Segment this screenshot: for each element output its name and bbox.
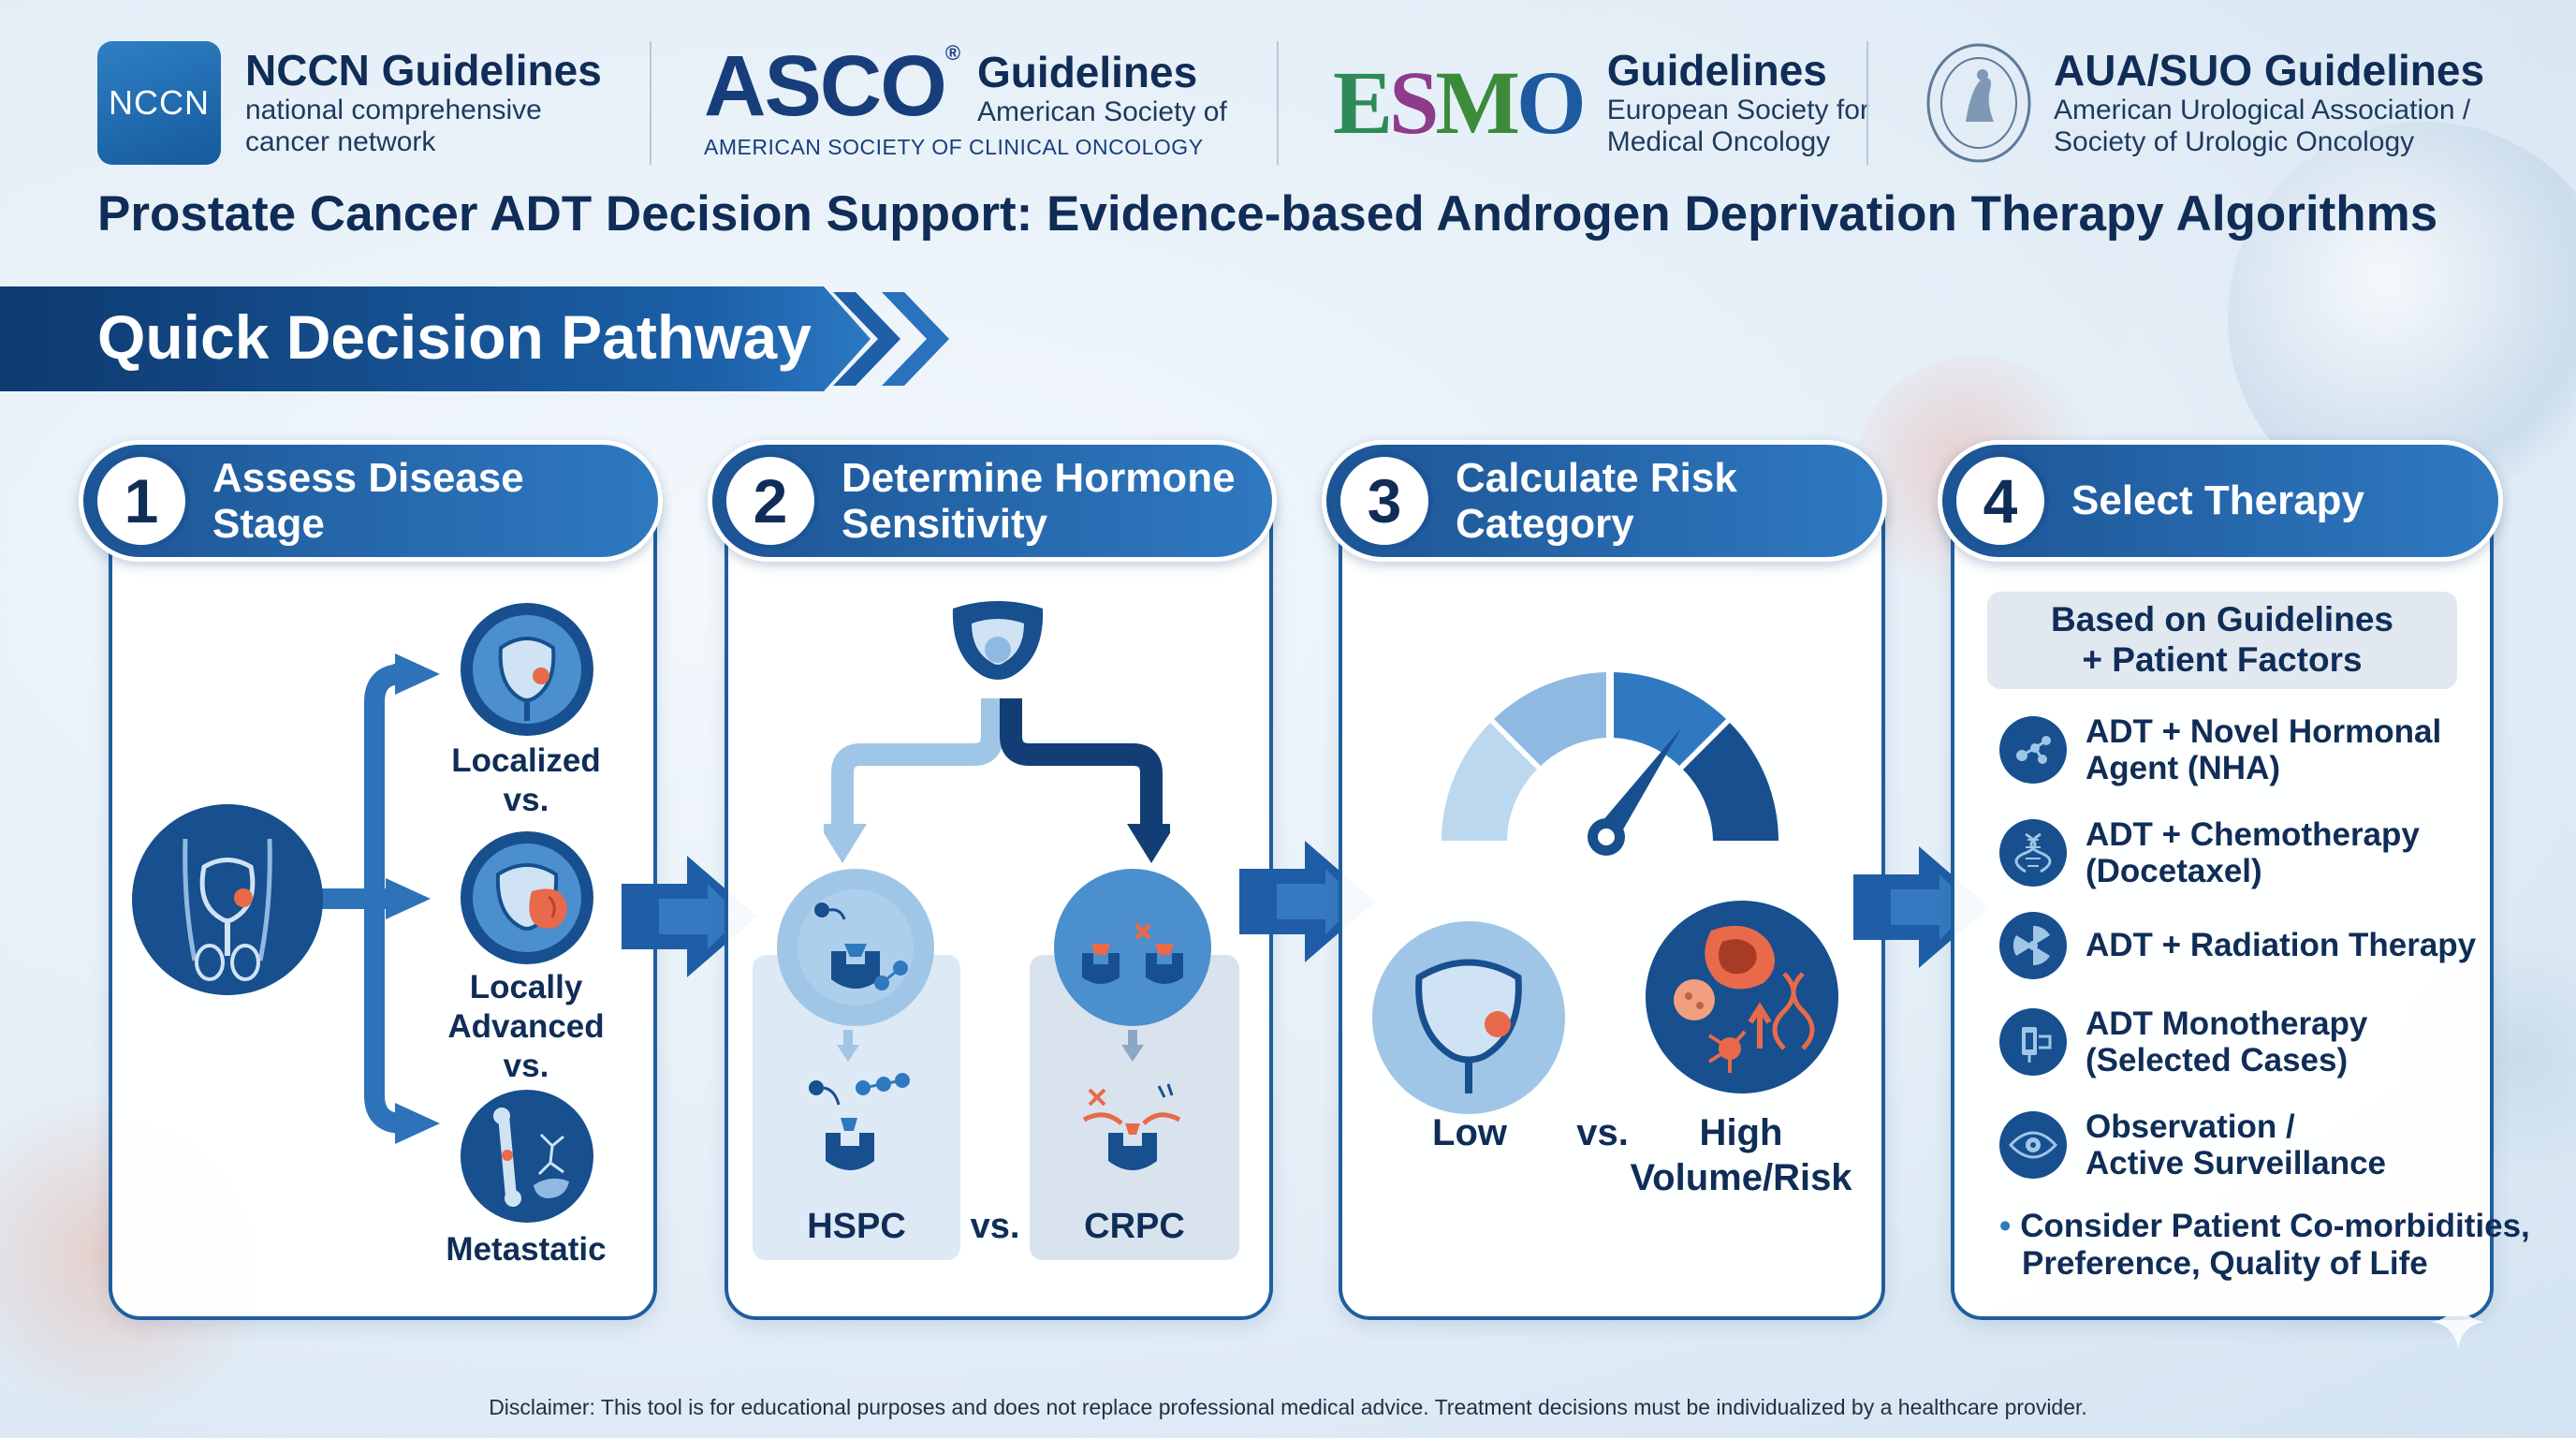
esmo-subtitle-line: European Society for [1606,94,1869,125]
esmo-letter: M [1435,52,1520,153]
eye-icon [1999,1111,2067,1180]
male-anatomy-icon [132,804,323,995]
asco-subtitle-line: American Society of [977,95,1227,127]
step-4-number: 4 [1952,452,2049,550]
risk-vs-label: vs. [1576,1112,1629,1153]
esmo-letter: E [1333,52,1393,153]
therapy-option: ADT + Radiation Therapy [1999,912,2476,979]
sparkle-icon [2432,1296,2484,1348]
aua-title: AUA/SUO Guidelines [2054,46,2485,95]
asco-wordmark: ASCO® [704,38,960,134]
esmo-logo: ESMO Guidelines European Society for Med… [1333,37,1869,169]
step-connector-arrow [622,856,757,977]
syringe-icon [1999,1008,2067,1077]
aua-logo: AUA/SUO Guidelines American Urological A… [1925,37,2484,169]
hspc-binding-icon [809,1030,910,1170]
disclaimer-text: Disclaimer: This tool is for educational… [489,1395,2087,1419]
asco-tagline: AMERICAN SOCIETY OF CLINICAL ONCOLOGY [704,135,1204,159]
prostate-icon [952,601,1044,680]
esmo-wordmark: ESMO [1333,58,1587,148]
nccn-subtitle-line: national comprehensive [245,94,542,125]
hormone-split-arrows [824,698,1170,863]
hormone-vs-label: vs. [970,1207,1020,1246]
step-3-number: 3 [1336,452,1433,550]
header-divider [1866,41,1868,165]
low-risk-prostate-icon [1372,921,1565,1114]
locally-advanced-prostate-icon [461,831,593,964]
step-1-title: Assess Disease Stage [212,454,524,547]
step-2-number: 2 [722,452,819,550]
stage-branch-arrows [243,653,440,1144]
aua-subtitle-line: American Urological Association / [2054,94,2471,125]
step-4-title: Select Therapy [2071,477,2365,524]
metastatic-label: Metastatic [446,1231,607,1268]
nccn-logo: NCCN NCCN Guidelines national comprehens… [97,37,602,169]
hspc-receptor-icon [777,869,934,1026]
asco-logo: ASCO® Guidelines American Society of AME… [704,43,1227,174]
quick-pathway-banner [0,286,871,391]
step-3-panel [1339,487,1885,1320]
low-risk-label: Low [1432,1112,1507,1153]
bullet-dot: • [1999,1208,2012,1244]
therapy-option: ADT + Chemotherapy(Docetaxel) [1999,816,2420,889]
step-1-number: 1 [93,452,190,550]
therapy-option: Observation /Active Surveillance [1999,1108,2386,1181]
esmo-title: Guidelines [1606,46,1827,95]
banner-chevrons-icon [833,292,949,386]
molecule-icon [1999,716,2067,785]
nccn-badge: NCCN [97,41,221,165]
esmo-letter: O [1516,52,1587,153]
risk-gauge-icon [1442,672,1778,856]
recommendation-box: Based on Guidelines+ Patient Factors [1987,592,2457,689]
high-risk-tumor-icon [1646,901,1838,1093]
therapy-option: ADT Monotherapy(Selected Cases) [1999,1005,2367,1078]
nccn-subtitle-line: cancer network [245,126,436,158]
metastatic-bone-icon [461,1090,593,1223]
radiation-icon [1999,912,2067,979]
esmo-letter: S [1389,52,1439,153]
header-divider [650,41,651,165]
crpc-binding-icon [1082,1030,1181,1170]
esmo-subtitle-line: Medical Oncology [1606,126,1831,158]
localized-prostate-icon [461,603,593,736]
aua-seal-icon [1926,43,2031,163]
header-divider [1277,41,1279,165]
consider-factors-note: •Consider Patient Co-morbidities, Prefer… [1999,1208,2530,1283]
banner-title: Quick Decision Pathway [97,302,812,372]
page-title: Prostate Cancer ADT Decision Support: Ev… [97,186,2438,242]
crpc-receptor-icon [1054,869,1211,1026]
hspc-label: HSPC [807,1207,906,1246]
aua-subtitle-line: Society of Urologic Oncology [2054,126,2415,158]
nccn-title: NCCN Guidelines [245,46,602,95]
dna-icon [1999,819,2067,888]
step-4-header: 4 Select Therapy [1938,440,2503,562]
crpc-label: CRPC [1084,1207,1185,1246]
asco-title: Guidelines [977,48,1198,96]
step-1-header: 1 Assess Disease Stage [79,440,663,562]
